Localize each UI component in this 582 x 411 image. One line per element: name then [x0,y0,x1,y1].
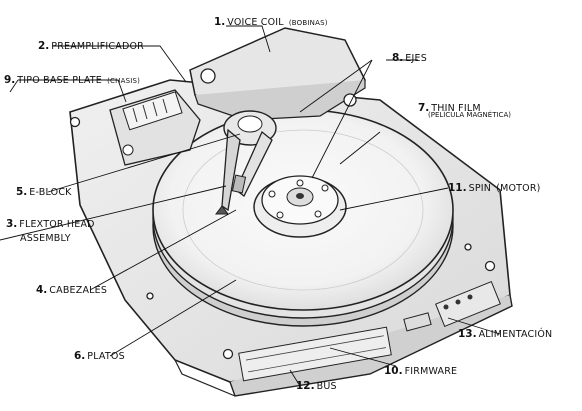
label-base-plate: 9.TIPO BASE PLATE (CHASIS) [4,74,141,86]
label-cabezales: 4.CABEZALES [36,284,108,296]
actuator-arm [215,110,277,215]
bus-connector [238,326,392,382]
label-thin-film-sub: (PELÍCULA MAGNÉTICA) [428,111,511,119]
label-preamplificador: 2.PREAMPLIFICADOR [38,40,144,52]
preamplifier-block [109,89,201,166]
leader-lines [0,25,501,387]
label-ejes: 8.EJES [392,52,427,64]
label-bus: 12.BUS [296,380,337,392]
spindle-hub [253,175,347,238]
jumper-block [403,312,432,332]
label-platos: 6.PLATOS [74,350,125,362]
label-flextor-head-line2: ASSEMBLY [20,233,71,244]
label-flextor-head: 3.FLEXTOR HEAD [6,218,95,230]
label-alimentacion: 13.ALIMENTACIÓN [458,328,553,340]
label-e-block: 5.E-BLOCK [16,186,72,198]
label-thin-film: 7.THIN FILM [418,102,481,114]
label-spin: 11.SPIN (MOTOR) [448,182,541,194]
voice-coil [189,27,366,121]
power-connector [435,280,501,328]
label-voice-coil: 1.VOICE COIL (BOBINAS) [214,16,328,28]
label-firmware: 10.FIRMWARE [384,365,458,377]
